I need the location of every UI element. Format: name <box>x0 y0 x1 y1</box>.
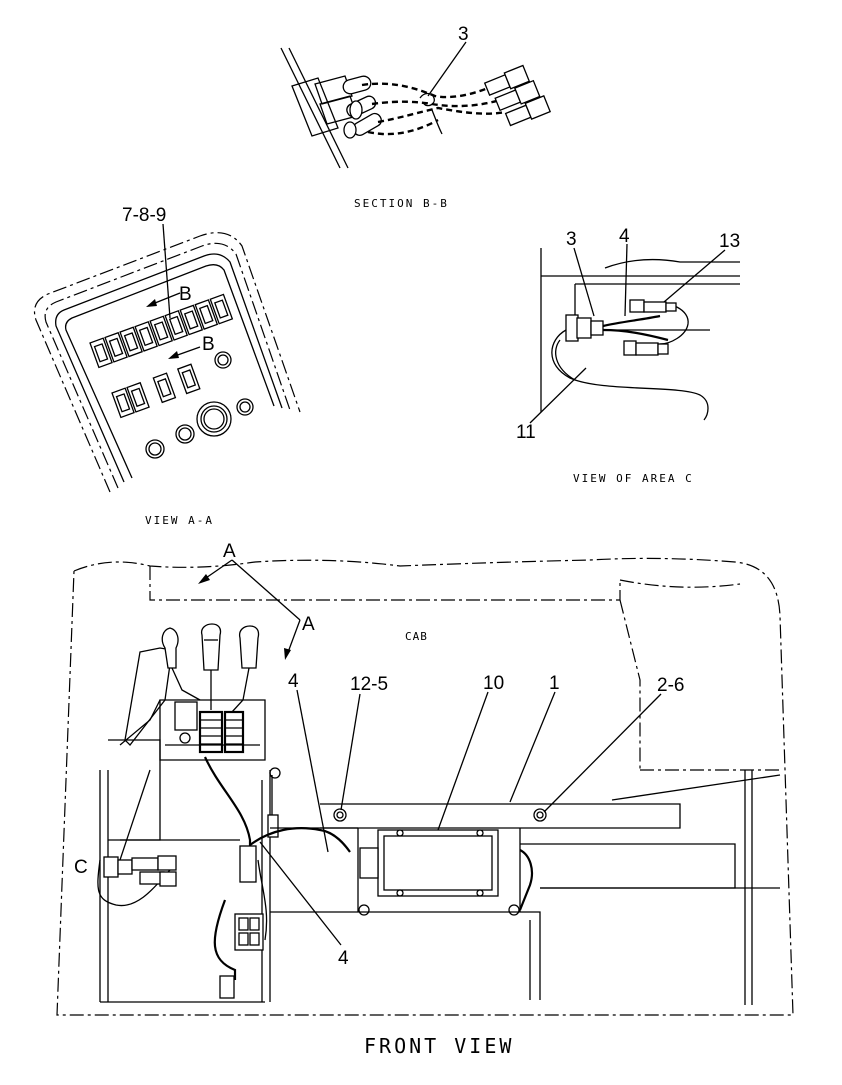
switch-bank-lower <box>111 363 201 419</box>
cab-label: CAB <box>405 630 428 643</box>
switch-bank-upper <box>89 293 234 369</box>
callout-4-front-lower: 4 <box>338 948 349 969</box>
view-area-c: 3 4 13 11 VIEW OF AREA C <box>516 226 740 485</box>
control-bellows <box>174 701 245 754</box>
callout-3-area-c: 3 <box>566 229 577 250</box>
view-aa: B B 7-8-9 VIEW A-A <box>33 205 301 527</box>
section-bb-title: SECTION B-B <box>354 197 449 210</box>
operator-console <box>99 623 281 1003</box>
view-aa-title: VIEW A-A <box>145 514 214 527</box>
frame-structure <box>270 770 781 1005</box>
section-marker-b-upper: B <box>179 284 192 305</box>
view-area-c-title: VIEW OF AREA C <box>573 472 694 485</box>
callout-2-6: 2-6 <box>657 675 684 696</box>
view-marker-a-lower: A <box>302 614 315 635</box>
front-view-title: FRONT VIEW <box>364 1034 514 1058</box>
front-view: CAB A A <box>56 541 794 1058</box>
callout-13: 13 <box>719 231 740 252</box>
section-bb-view: 3 SECTION B-B <box>280 24 552 210</box>
callout-3-section-bb: 3 <box>458 24 469 45</box>
callout-12-5: 12-5 <box>350 674 388 695</box>
callout-1: 1 <box>549 673 560 694</box>
view-marker-a-upper: A <box>223 541 236 562</box>
component-box <box>359 829 534 911</box>
section-marker-b-lower: B <box>202 334 215 355</box>
callout-10: 10 <box>483 673 504 694</box>
callout-4-front-upper: 4 <box>288 671 299 692</box>
view-marker-c: C <box>74 857 88 878</box>
callout-7-8-9: 7-8-9 <box>122 205 166 226</box>
joystick-center <box>200 623 222 710</box>
wiring-harness <box>97 756 351 999</box>
callout-4-area-c: 4 <box>619 226 630 247</box>
callout-11: 11 <box>516 422 536 443</box>
joystick-left <box>161 627 201 701</box>
joystick-right <box>231 625 260 713</box>
